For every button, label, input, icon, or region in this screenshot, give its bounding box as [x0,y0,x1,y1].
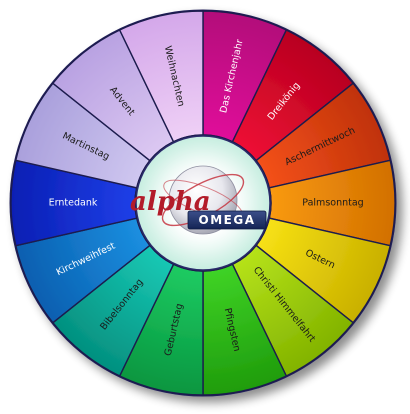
hub: alpha OMEGA [130,135,271,271]
logo-omega-badge [187,210,267,230]
logo-omega-text: OMEGA [199,213,256,227]
segment-label-erntedank: Erntedank [49,198,98,209]
hub-ring-outline [135,135,271,271]
segment-label-palmsonntag: Palmsonntag [302,198,363,209]
